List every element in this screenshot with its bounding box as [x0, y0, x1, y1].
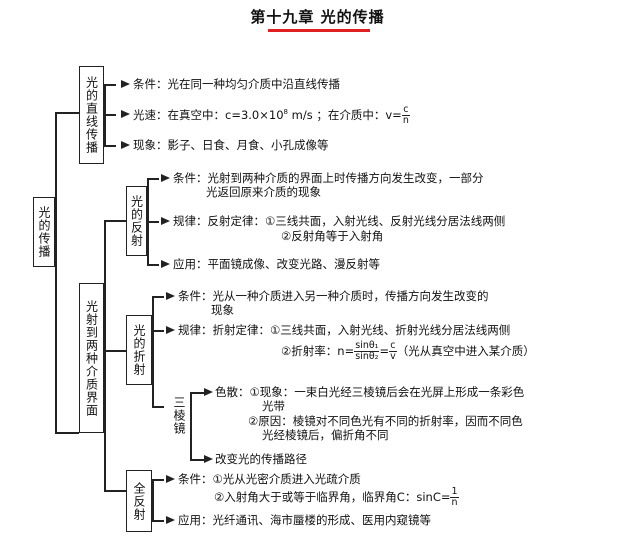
reflection-law-1: 规律：反射定律：①三线共面，入射光线、反射光线分居法线两侧 — [173, 214, 506, 228]
connector — [152, 479, 164, 481]
speed-fraction-num: c — [401, 104, 410, 116]
reflection-law-2: ②反射角等于入射角 — [281, 229, 384, 243]
connector — [152, 479, 154, 520]
connector — [55, 112, 57, 432]
reflection-application: 应用：平面镜成像、改变光路、漫反射等 — [173, 257, 380, 271]
connector — [147, 264, 159, 266]
refraction-label: 光的折射 — [132, 324, 146, 376]
connector — [104, 220, 126, 222]
refraction-law-1: 规律：折射定律：①三线共面，入射光线、折射光线分居法线两侧 — [178, 323, 511, 337]
cv-fraction-num: c — [389, 340, 397, 352]
page-title: 第十九章 光的传播 — [250, 8, 385, 26]
connector — [147, 221, 159, 223]
connector — [152, 330, 164, 332]
total-application: 应用：光纤通讯、海市蜃楼的形成、医用内窥镜等 — [178, 513, 431, 527]
dispersion-4: 光经棱镜后，偏折角不同 — [262, 428, 389, 442]
speed-text: 光速：在真空中：c=3.0×10 — [133, 108, 284, 122]
dispersion-2: 光带 — [262, 399, 285, 413]
refraction-condition-2: 现象 — [211, 303, 234, 317]
reflection-label: 光的反射 — [129, 195, 144, 247]
connector — [152, 520, 164, 522]
straight-phenomena: 现象：影子、日食、月食、小孔成像等 — [133, 138, 329, 152]
connector — [152, 406, 164, 408]
sin-fraction-num: sinθ₁ — [354, 340, 380, 352]
critical-fraction-num: 1 — [450, 486, 459, 498]
branch-interface: 光射到两种介质界面 — [79, 283, 104, 433]
connector — [104, 220, 106, 490]
connector — [147, 178, 159, 180]
speed-fraction-den: n — [402, 115, 409, 126]
critical-angle-text: ②入射角大于或等于临界角，临界角C：sinC= — [214, 490, 451, 504]
connector — [152, 296, 164, 298]
root-node: 光的传播 — [33, 197, 55, 267]
root-label: 光的传播 — [37, 206, 51, 258]
reflection-condition-1: 条件：光射到两种介质的界面上时传播方向发生改变，一部分 — [173, 171, 484, 185]
speed-exponent: 8 — [283, 108, 288, 117]
refraction-index-note: （光从真空中进入某介质） — [396, 344, 535, 358]
connector — [104, 114, 116, 116]
connector — [55, 432, 79, 434]
straight-condition: 条件：光在同一种均匀介质中沿直线传播 — [133, 77, 340, 91]
sin-fraction-den: sinθ₂ — [355, 351, 379, 362]
dispersion-3: ②原因：棱镜对不同色光有不同的折射率，因而不同色 — [248, 414, 523, 428]
total-reflection-node: 全反射 — [126, 470, 152, 532]
refraction-node: 光的折射 — [126, 315, 152, 385]
refraction-condition-1: 条件：光从一种介质进入另一种介质时，传播方向发生改变的 — [178, 289, 489, 303]
prism-label: 三棱镜 — [172, 396, 186, 435]
connector — [104, 490, 126, 492]
connector — [190, 392, 208, 394]
speed-medium-text: m/s ；在介质中：v= — [287, 108, 402, 122]
branch-straight-label: 光的直线传播 — [84, 76, 99, 154]
connector — [190, 459, 208, 461]
prism-change-path: 改变光的传播路径 — [215, 452, 307, 466]
cv-fraction-den: v — [390, 351, 396, 362]
total-condition-1: 条件：①光从光密介质进入光疏介质 — [178, 472, 361, 486]
connector — [55, 112, 79, 114]
branch-interface-label: 光射到两种介质界面 — [84, 299, 99, 417]
refraction-index-label: ②折射率：n= — [281, 344, 355, 358]
reflection-node: 光的反射 — [126, 186, 147, 256]
total-reflection-label: 全反射 — [132, 481, 146, 521]
connector — [190, 392, 192, 459]
connector — [104, 350, 126, 352]
critical-fraction-den: n — [451, 497, 458, 508]
reflection-condition-2: 光返回原来介质的现象 — [206, 185, 321, 199]
connector — [104, 145, 116, 147]
title-underline — [268, 29, 370, 32]
dispersion-1: 色散：①现象：一束白光经三棱镜后会在光屏上形成一条彩色 — [215, 385, 525, 399]
branch-straight-propagation: 光的直线传播 — [79, 66, 104, 164]
equals-sign: = — [379, 344, 390, 358]
connector — [104, 84, 116, 86]
connector — [152, 296, 154, 406]
